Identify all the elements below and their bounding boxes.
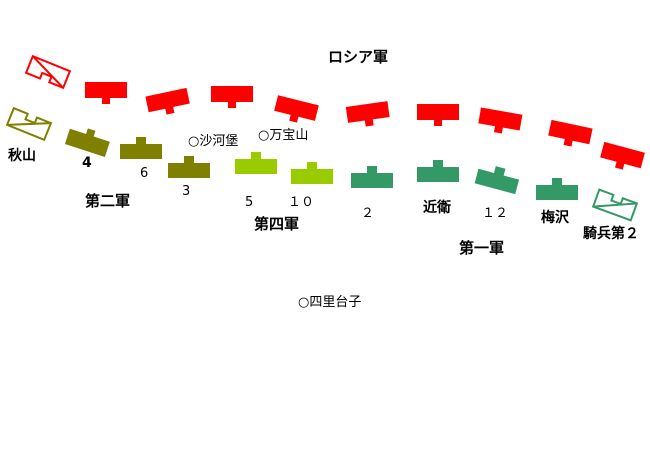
division-3-label: 3: [182, 184, 190, 199]
first-army-label: 第一軍: [459, 239, 504, 257]
russian-unit: [274, 95, 319, 123]
second-army-label: 第二軍: [85, 192, 130, 210]
fourth-army-units: [235, 152, 333, 184]
russian-army-units: [24, 54, 645, 170]
fourth-army-label: 第四軍: [254, 215, 299, 233]
division-6-label: 6: [140, 166, 148, 181]
umezawa-brigade-unit: [536, 178, 578, 200]
first-army-units: [351, 160, 639, 222]
russian-unit: [211, 86, 253, 108]
russian-unit: [548, 119, 593, 147]
russian-unit: [345, 101, 390, 127]
division-10-unit: [291, 162, 333, 184]
shilitaizi-label: ○四里台子: [298, 295, 361, 310]
division-12-label: １２: [482, 206, 508, 221]
division-5-unit: [235, 152, 277, 174]
wanbaoshan-label: ○万宝山: [258, 128, 308, 143]
division-2-unit: [351, 166, 393, 188]
konoe-label: 近衛: [423, 199, 451, 216]
shahepu-label: ○沙河堡: [188, 133, 238, 149]
akiyama-label: 秋山: [8, 147, 36, 164]
division-2-label: ２: [361, 206, 374, 221]
russian-cavalry-unit: [24, 54, 72, 90]
akiyama-cavalry-unit: [5, 106, 53, 142]
russian-unit: [417, 104, 459, 126]
division-4-label: 4: [82, 155, 92, 171]
umezawa-label: 梅沢: [541, 209, 570, 226]
russian-unit: [478, 107, 523, 134]
russian-unit: [600, 141, 645, 170]
cavalry-2-label: 騎兵第２: [583, 225, 639, 242]
konoe-division-unit: [417, 160, 459, 182]
division-12-unit: [474, 166, 520, 195]
division-3-unit: [168, 156, 210, 178]
cavalry-2-unit: [591, 188, 639, 222]
division-6-unit: [120, 137, 162, 159]
division-10-label: １０: [288, 195, 314, 210]
division-4-unit: [64, 128, 110, 157]
russian-army-label: ロシア軍: [328, 48, 388, 66]
second-army-units: [5, 106, 210, 178]
russian-unit: [145, 87, 190, 115]
division-5-label: 5: [245, 195, 253, 210]
russian-unit: [85, 82, 127, 104]
